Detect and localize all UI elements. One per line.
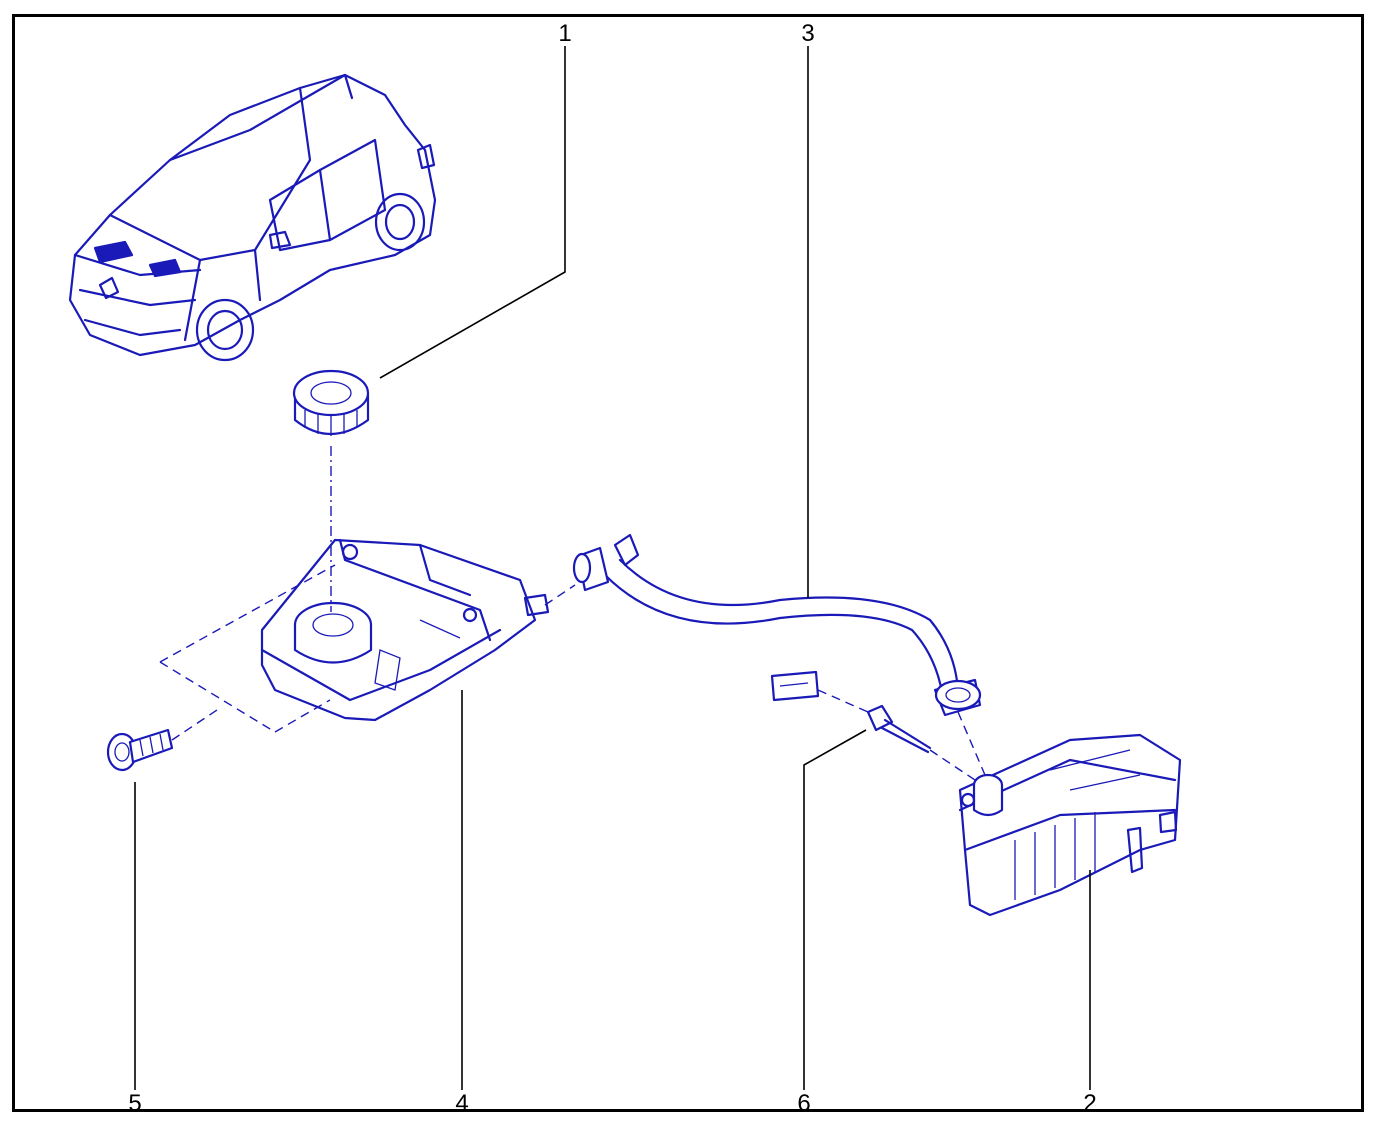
part-2-reservoir	[958, 733, 1182, 917]
part-6-sensor	[770, 670, 932, 754]
part-3-hose	[572, 533, 982, 717]
part-5-screw	[106, 728, 174, 772]
part-4-reservoir	[260, 538, 550, 722]
callout-1: 1	[558, 20, 572, 47]
callout-6: 6	[797, 1090, 811, 1117]
vehicle-illustration	[68, 73, 437, 362]
leader-1	[379, 46, 566, 379]
callout-5: 5	[128, 1090, 142, 1117]
leader-lines	[134, 46, 1091, 1090]
callout-3: 3	[801, 20, 815, 47]
callout-2: 2	[1083, 1090, 1097, 1117]
leader-6	[803, 729, 867, 1090]
diagram-frame	[12, 14, 1364, 1112]
part-1-cap	[292, 369, 370, 436]
callout-4: 4	[455, 1090, 469, 1117]
assembly-lines	[159, 446, 986, 781]
